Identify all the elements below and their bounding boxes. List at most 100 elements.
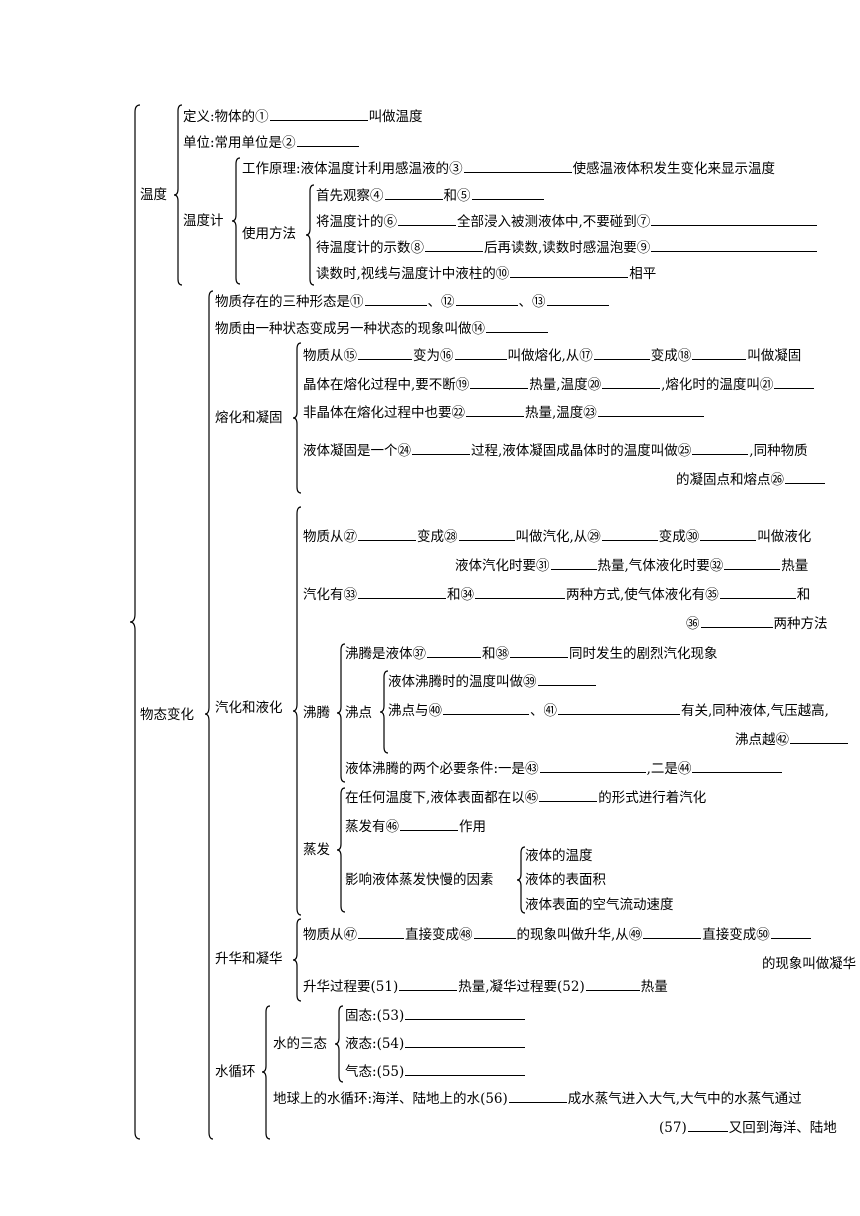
three-states-brace — [333, 1005, 345, 1083]
blank-57[interactable] — [687, 1127, 728, 1132]
blank-9[interactable] — [651, 247, 818, 252]
blank-29[interactable] — [601, 536, 658, 541]
temperature-brace — [172, 104, 184, 286]
blank-11[interactable] — [364, 301, 427, 306]
blank-28[interactable] — [458, 536, 515, 541]
blank-41[interactable] — [558, 710, 680, 715]
blank-23[interactable] — [597, 412, 704, 417]
vaporization-brace — [291, 506, 303, 916]
sublimation-line-3: 升华过程要(51)热量,凝华过程要(52)热量 — [303, 979, 668, 995]
blank-38[interactable] — [510, 653, 568, 658]
blank-1-number: ① — [255, 109, 269, 125]
usage-label: 使用方法 — [242, 226, 296, 242]
blank-35[interactable] — [719, 594, 796, 599]
blank-7[interactable] — [651, 221, 818, 226]
earth-cycle-line-2: (57)又回到海洋、陆地 — [659, 1120, 837, 1136]
blank-54[interactable] — [405, 1043, 526, 1048]
blank-24[interactable] — [412, 450, 470, 455]
blank-50[interactable] — [770, 934, 811, 939]
blank-5[interactable] — [471, 195, 544, 200]
blank-21[interactable] — [774, 384, 815, 389]
blank-56[interactable] — [508, 1098, 567, 1103]
blank-27[interactable] — [358, 536, 416, 541]
blank-36[interactable] — [700, 623, 773, 628]
blank-25[interactable] — [692, 450, 749, 455]
blank-51[interactable] — [399, 986, 458, 991]
boiling-brace — [335, 643, 347, 783]
blank-52[interactable] — [585, 986, 640, 991]
boiling-line-2: 液体沸腾的两个必要条件:一是㊸,二是㊹ — [345, 760, 783, 778]
change-def-line: 物质由一种状态变成另一种状态的现象叫做⑭ — [215, 320, 549, 338]
factors-brace — [515, 846, 527, 914]
blank-14[interactable] — [486, 328, 548, 333]
blank-34[interactable] — [475, 594, 565, 599]
sublimation-label: 升华和凝华 — [215, 951, 283, 967]
blank-33[interactable] — [358, 594, 446, 599]
gas-line: 气态:(55) — [345, 1063, 526, 1081]
blank-42[interactable] — [790, 739, 848, 744]
blank-55[interactable] — [405, 1071, 526, 1076]
blank-49[interactable] — [643, 934, 702, 939]
blank-45[interactable] — [539, 797, 598, 802]
blank-48[interactable] — [473, 934, 516, 939]
blank-31[interactable] — [550, 565, 597, 570]
thermometer-brace — [230, 157, 242, 285]
blank-32[interactable] — [724, 565, 781, 570]
blank-47[interactable] — [358, 934, 404, 939]
blank-8[interactable] — [425, 247, 483, 252]
blank-43[interactable] — [539, 768, 646, 773]
blank-2[interactable] — [296, 142, 359, 147]
factor-item: 液体的表面积 — [525, 872, 606, 888]
liquid-line: 液态:(54) — [345, 1035, 526, 1053]
usage-brace — [304, 184, 316, 286]
temperature-label: 温度 — [140, 187, 167, 203]
blank-37[interactable] — [427, 653, 481, 658]
boiling-label: 沸腾 — [303, 705, 330, 721]
blank-13[interactable] — [546, 301, 609, 306]
blank-20[interactable] — [602, 384, 661, 389]
blank-15[interactable] — [358, 355, 412, 360]
blank-16[interactable] — [454, 355, 507, 360]
blank-22[interactable] — [466, 412, 524, 417]
blank-26[interactable] — [785, 479, 825, 484]
blank-3[interactable] — [463, 168, 572, 173]
states-line: 物质存在的三种形态是⑪、⑫、⑬ — [215, 293, 610, 311]
solid-line: 固态:(53) — [345, 1007, 526, 1025]
earth-cycle-line-1: 地球上的水循环:海洋、陆地上的水(56)成水蒸气进入大气,大气中的水蒸气通过 — [273, 1091, 802, 1107]
blank-19[interactable] — [470, 384, 529, 389]
three-states-label: 水的三态 — [273, 1036, 327, 1052]
blank-30[interactable] — [700, 536, 757, 541]
blank-17[interactable] — [593, 355, 650, 360]
blank-40[interactable] — [443, 710, 529, 715]
blank-6[interactable] — [398, 221, 456, 226]
boiling-point-brace — [378, 670, 390, 754]
blank-10[interactable] — [510, 273, 629, 278]
evaporation-brace — [335, 787, 347, 913]
blank-53[interactable] — [405, 1015, 526, 1020]
root-label: 物态变化 — [140, 707, 194, 723]
factor-item: 液体表面的空气流动速度 — [525, 897, 674, 913]
blank-1[interactable] — [269, 116, 368, 121]
blank-46[interactable] — [400, 826, 458, 831]
root-brace — [128, 104, 142, 1140]
blank-18[interactable] — [692, 355, 747, 360]
sublimation-brace — [291, 918, 303, 1002]
melting-line-5: 的凝固点和熔点㉖ — [676, 471, 826, 489]
unit-line: 单位:常用单位是② — [183, 134, 360, 152]
blank-39[interactable] — [537, 681, 596, 686]
blank-12[interactable] — [455, 301, 518, 306]
blank-4[interactable] — [384, 195, 443, 200]
blank-44[interactable] — [692, 768, 783, 773]
